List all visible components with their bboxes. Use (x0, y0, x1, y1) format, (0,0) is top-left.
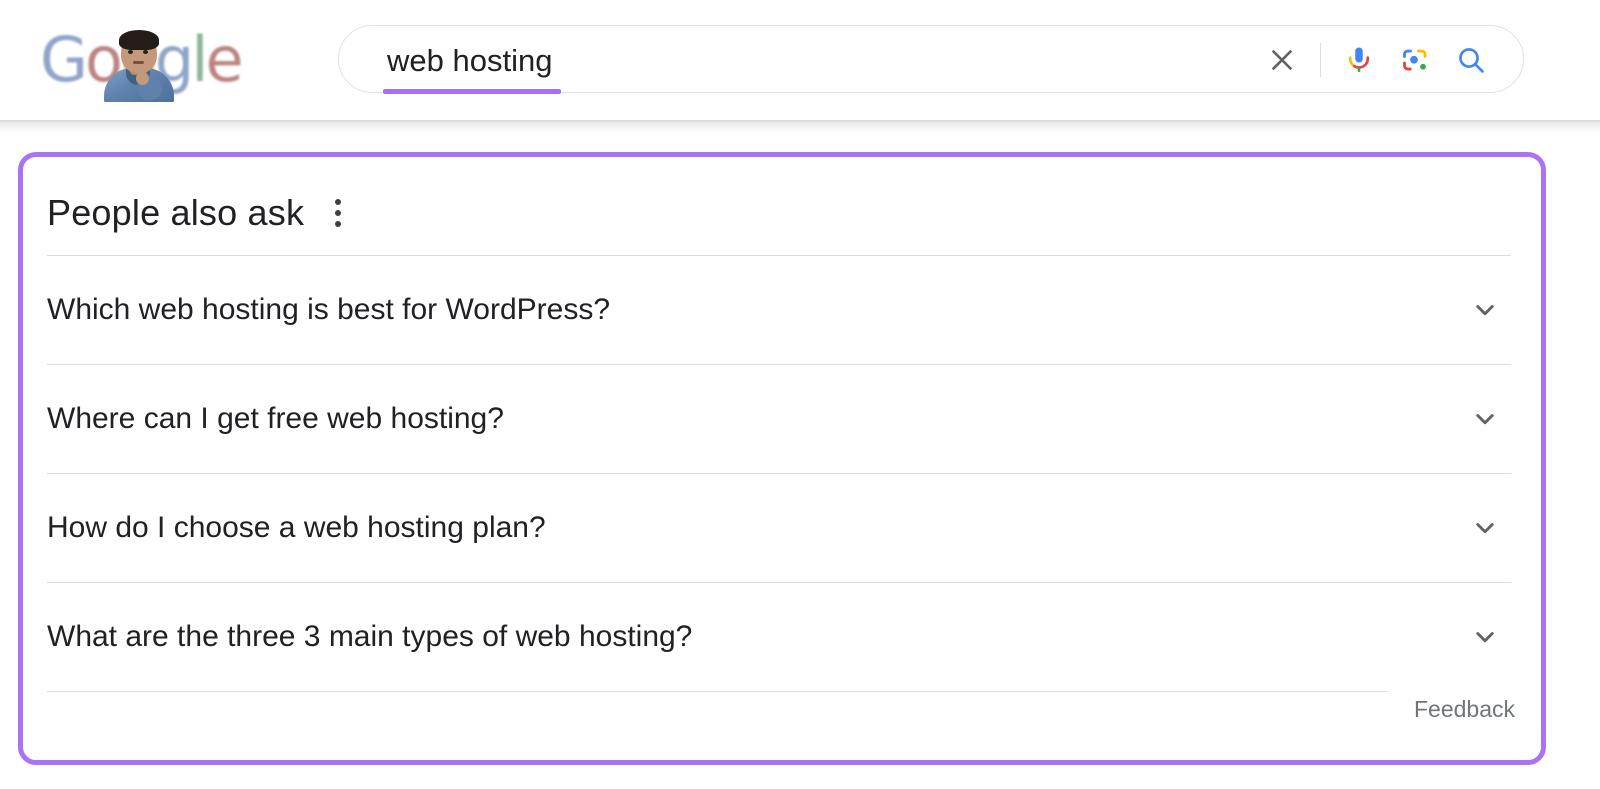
doodle-person-image (100, 28, 178, 102)
logo-letter-l: l (191, 23, 208, 96)
paa-question-text: Which web hosting is best for WordPress? (47, 293, 611, 326)
chevron-down-icon[interactable] (1465, 617, 1505, 657)
search-box[interactable]: web hosting (338, 25, 1524, 94)
search-header: Google web hosting (0, 0, 1600, 120)
paa-question-row-3[interactable]: How do I choose a web hosting plan? (47, 474, 1513, 582)
lens-camera-icon[interactable] (1387, 32, 1443, 88)
paa-question-text: What are the three 3 main types of web h… (47, 620, 693, 653)
feedback-link[interactable]: Feedback (1413, 696, 1515, 722)
paa-question-row-4[interactable]: What are the three 3 main types of web h… (47, 583, 1513, 691)
divider (47, 473, 1511, 474)
chevron-down-icon[interactable] (1465, 290, 1505, 330)
clear-icon[interactable] (1254, 32, 1310, 88)
paa-header: People also ask (47, 185, 352, 241)
chevron-down-icon[interactable] (1465, 508, 1505, 548)
icon-divider (1320, 43, 1321, 77)
paa-question-row-1[interactable]: Which web hosting is best for WordPress? (47, 256, 1513, 364)
query-highlight-underline (383, 89, 561, 94)
divider (47, 691, 1387, 692)
more-options-icon[interactable] (324, 195, 352, 231)
people-also-ask-card: People also ask Which web hosting is bes… (18, 152, 1546, 765)
google-logo[interactable]: Google (40, 22, 245, 102)
paa-question-row-2[interactable]: Where can I get free web hosting? (47, 365, 1513, 473)
google-logo-text: Google (40, 23, 244, 96)
paa-question-text: Where can I get free web hosting? (47, 402, 504, 435)
search-magnifier-icon[interactable] (1443, 32, 1499, 88)
divider (47, 364, 1511, 365)
logo-letter-g1: G (40, 23, 88, 96)
page-title: People also ask (47, 192, 305, 233)
logo-letter-e: e (205, 23, 244, 96)
paa-question-text: How do I choose a web hosting plan? (47, 511, 546, 544)
search-input[interactable]: web hosting (387, 40, 552, 82)
microphone-icon[interactable] (1331, 32, 1387, 88)
search-input-value: web hosting (387, 43, 553, 78)
chevron-down-icon[interactable] (1465, 399, 1505, 439)
divider (47, 255, 1511, 256)
divider (47, 582, 1511, 583)
header-shadow (0, 120, 1600, 134)
